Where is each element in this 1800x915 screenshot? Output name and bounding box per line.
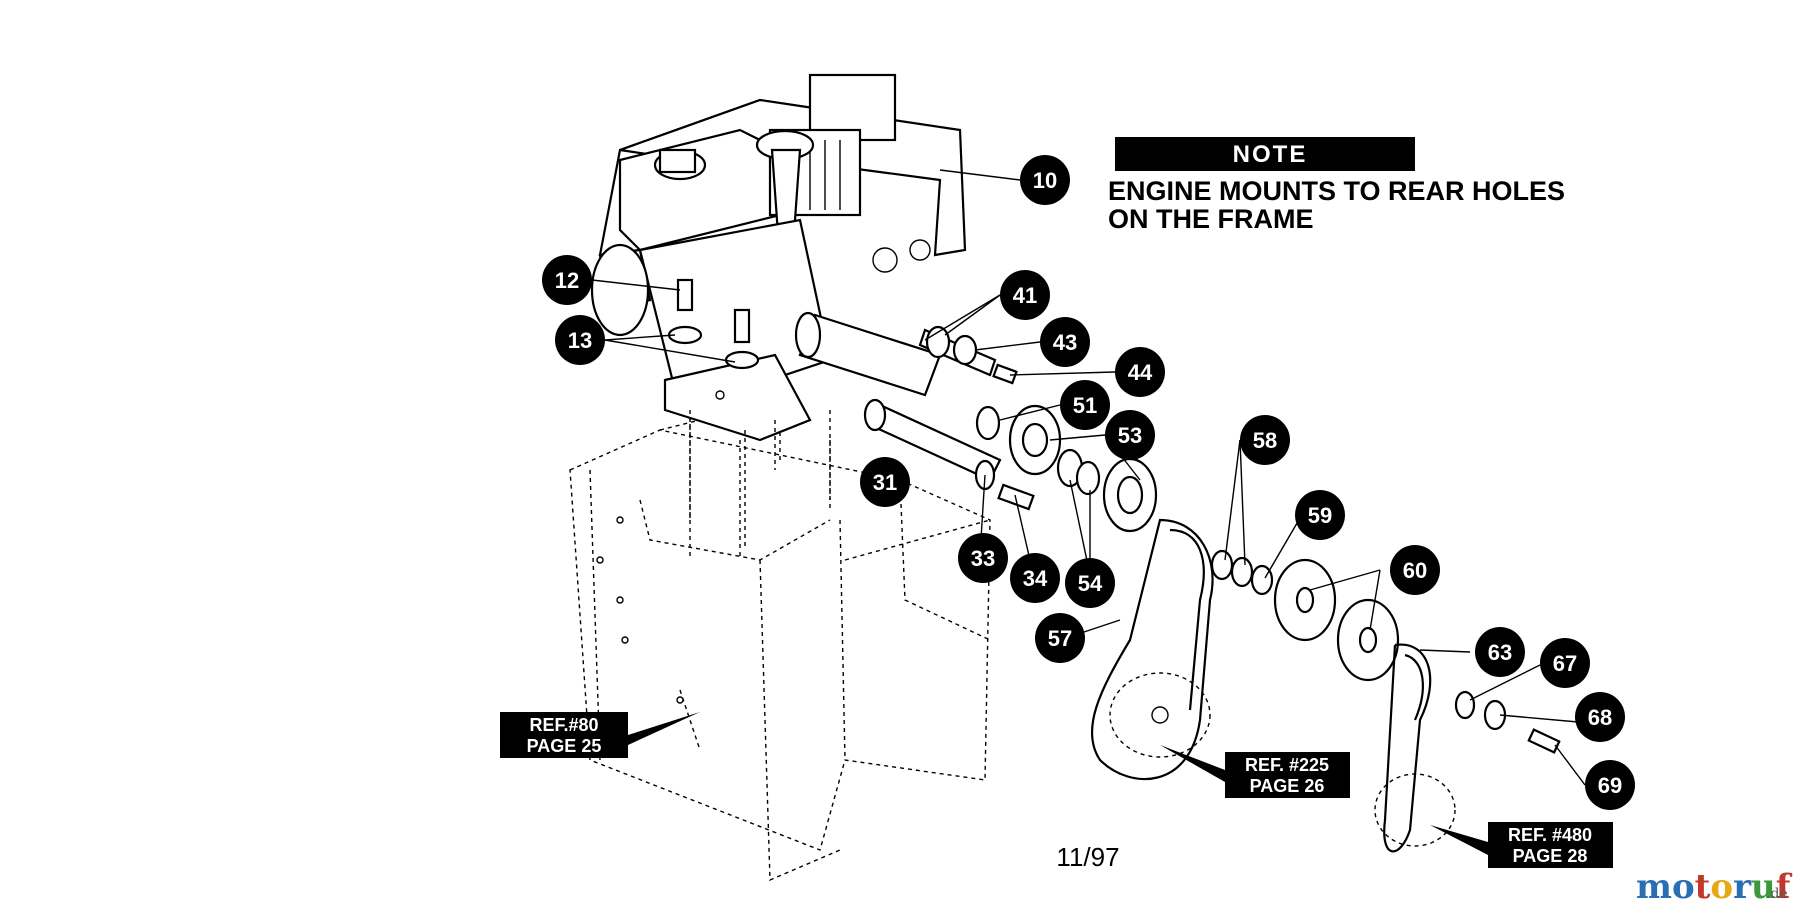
- brand-letter: r: [1733, 867, 1752, 907]
- mount-plate: [663, 278, 831, 550]
- svg-text:68: 68: [1588, 705, 1612, 730]
- svg-text:58: 58: [1253, 428, 1277, 453]
- svg-text:PAGE 28: PAGE 28: [1513, 846, 1588, 866]
- callout-68: 68: [1575, 692, 1625, 742]
- callout-60: 60: [1390, 545, 1440, 595]
- svg-text:PAGE 26: PAGE 26: [1250, 776, 1325, 796]
- crankshaft-assembly: [794, 311, 1035, 511]
- callout-57: 57: [1035, 613, 1085, 663]
- engine: [590, 73, 967, 412]
- brand-wordmark: motoruf: [1636, 867, 1793, 907]
- svg-text:41: 41: [1013, 283, 1037, 308]
- svg-text:13: 13: [568, 328, 592, 353]
- brand-letter: o: [1672, 867, 1695, 907]
- callout-13: 13: [555, 315, 605, 365]
- svg-text:51: 51: [1073, 393, 1097, 418]
- svg-text:43: 43: [1053, 330, 1077, 355]
- svg-text:31: 31: [873, 470, 897, 495]
- svg-text:54: 54: [1078, 571, 1103, 596]
- svg-text:PAGE 25: PAGE 25: [527, 736, 602, 756]
- brand-letter: u: [1751, 867, 1776, 907]
- callout-12: 12: [542, 255, 592, 305]
- frame-outline: [569, 400, 991, 882]
- brand-letter: o: [1710, 867, 1733, 907]
- svg-text:57: 57: [1048, 626, 1072, 651]
- brand-suffix: .de: [1766, 886, 1788, 902]
- svg-text:63: 63: [1488, 640, 1512, 665]
- callout-51: 51: [1060, 380, 1110, 430]
- svg-text:REF. #225: REF. #225: [1245, 755, 1329, 775]
- svg-text:10: 10: [1033, 168, 1057, 193]
- callout-44: 44: [1115, 347, 1165, 397]
- svg-text:53: 53: [1118, 423, 1142, 448]
- ref-tag-225: REF. #225 PAGE 26: [1160, 745, 1350, 798]
- pulleys: [1008, 404, 1561, 754]
- note-line-2: ON THE FRAME: [1108, 204, 1314, 234]
- svg-text:34: 34: [1023, 566, 1048, 591]
- ref-tag-480: REF. #480 PAGE 28: [1430, 822, 1613, 868]
- callouts: 10 12 13 41 43 44 51 53 58 59 60 31 33 3…: [542, 155, 1635, 810]
- svg-text:69: 69: [1598, 773, 1622, 798]
- svg-text:REF. #480: REF. #480: [1508, 825, 1592, 845]
- callout-53: 53: [1105, 410, 1155, 460]
- callout-10: 10: [1020, 155, 1070, 205]
- callout-31: 31: [860, 457, 910, 507]
- belts: [1090, 518, 1456, 853]
- callout-54: 54: [1065, 558, 1115, 608]
- svg-text:67: 67: [1553, 651, 1577, 676]
- brand-letter: m: [1636, 867, 1672, 907]
- callout-34: 34: [1010, 553, 1060, 603]
- svg-text:59: 59: [1308, 503, 1332, 528]
- callout-59: 59: [1295, 490, 1345, 540]
- svg-text:12: 12: [555, 268, 579, 293]
- note-block: NOTE ENGINE MOUNTS TO REAR HOLES ON THE …: [1108, 137, 1565, 234]
- brand-letter: f: [1776, 867, 1793, 907]
- callout-43: 43: [1040, 317, 1090, 367]
- callout-33: 33: [958, 533, 1008, 583]
- note-title: NOTE: [1233, 141, 1308, 168]
- svg-text:44: 44: [1128, 360, 1153, 385]
- brand-letter: t: [1695, 867, 1711, 907]
- callout-58: 58: [1240, 415, 1290, 465]
- brand-logo: motoruf .de: [1636, 867, 1793, 907]
- note-header-bar: [1115, 137, 1415, 171]
- svg-text:33: 33: [971, 546, 995, 571]
- revision-date: 11/97: [1056, 842, 1119, 872]
- callout-67: 67: [1540, 638, 1590, 688]
- callout-63: 63: [1475, 627, 1525, 677]
- callout-69: 69: [1585, 760, 1635, 810]
- callout-41: 41: [1000, 270, 1050, 320]
- svg-text:REF.#80: REF.#80: [529, 715, 598, 735]
- note-line-1: ENGINE MOUNTS TO REAR HOLES: [1108, 176, 1565, 206]
- svg-text:60: 60: [1403, 558, 1427, 583]
- ref-tag-80: REF.#80 PAGE 25: [500, 712, 700, 758]
